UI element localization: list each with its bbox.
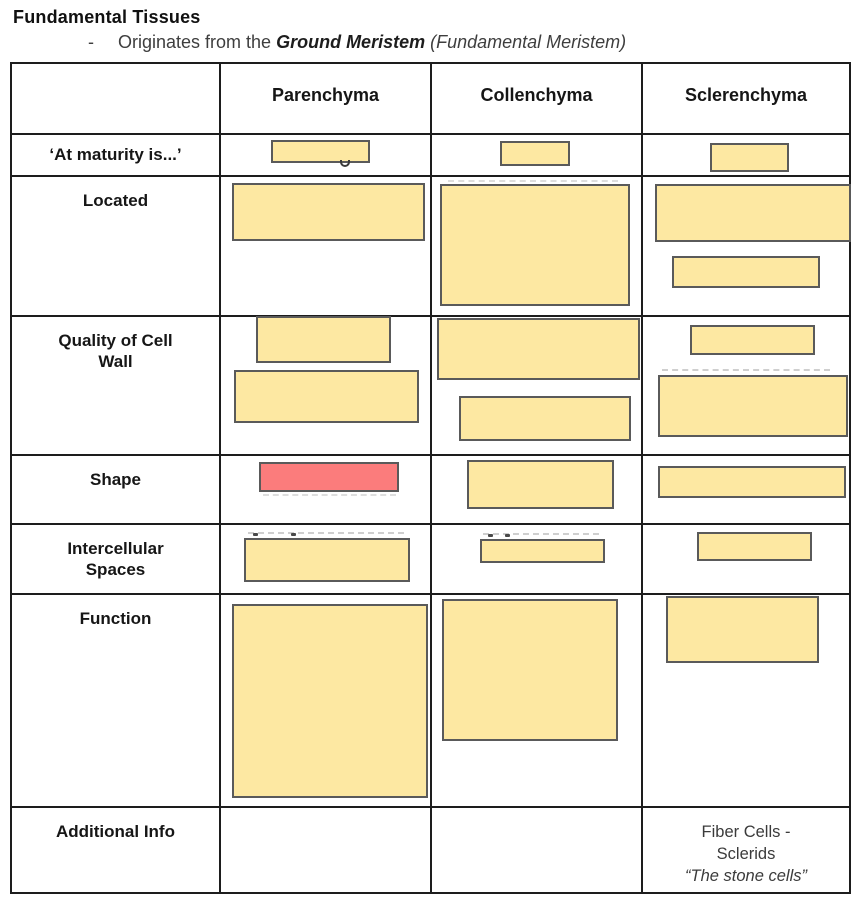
subtitle-bullet-line: - Originates from the Ground Meristem(Fun…: [88, 32, 626, 53]
table-row-shape: Shape: [12, 454, 849, 523]
additional-info-line-1: Fiber Cells -: [701, 823, 791, 841]
row-label-located: Located: [82, 191, 149, 210]
cell-located-sclerenchyma: [641, 177, 849, 315]
cell-intercellular-parenchyma: [219, 525, 430, 593]
cell-quality-collenchyma: [430, 317, 641, 454]
table-row-located: Located: [12, 175, 849, 315]
table-row-quality-of-cell-wall: Quality of Cell Wall: [12, 315, 849, 454]
cell-maturity-collenchyma: [430, 135, 641, 175]
cell-additional-collenchyma: [430, 808, 641, 892]
cell-shape-collenchyma: [430, 456, 641, 523]
table-row-maturity: ‘At maturity is...’: [12, 133, 849, 175]
cell-intercellular-sclerenchyma: [641, 525, 849, 593]
cell-function-collenchyma: [430, 595, 641, 806]
row-label-shape: Shape: [89, 470, 142, 489]
cell-shape-parenchyma: [219, 456, 430, 523]
cell-quality-sclerenchyma: [641, 317, 849, 454]
cell-function-parenchyma: [219, 595, 430, 806]
bullet-dash: -: [88, 32, 94, 52]
cell-maturity-parenchyma: [219, 135, 430, 175]
additional-info-line-3: “The stone cells”: [685, 867, 807, 885]
cell-located-parenchyma: [219, 177, 430, 315]
row-label-quality-of-cell-wall: Quality of Cell Wall: [58, 331, 173, 371]
table-row-intercellular-spaces: Intercellular Spaces: [12, 523, 849, 593]
header-cell-collenchyma: Collenchyma: [430, 64, 641, 133]
cell-function-sclerenchyma: [641, 595, 849, 806]
header-cell-empty: [12, 64, 219, 133]
row-label-additional-info: Additional Info: [56, 822, 175, 841]
header-cell-sclerenchyma: Sclerenchyma: [641, 64, 849, 133]
row-label-function: Function: [79, 609, 152, 628]
subtitle-text: Originates from the Ground Meristem(Fund…: [118, 32, 626, 52]
cell-intercellular-collenchyma: [430, 525, 641, 593]
subtitle-prefix: Originates from the: [118, 32, 272, 52]
table-row-additional-info: Additional Info Fiber Cells - Sclerids “…: [12, 806, 849, 892]
row-label-maturity: ‘At maturity is...’: [49, 145, 182, 164]
table-header-row: Parenchyma Collenchyma Sclerenchyma: [12, 64, 849, 133]
cell-quality-parenchyma: [219, 317, 430, 454]
cell-maturity-sclerenchyma: [641, 135, 849, 175]
additional-info-line-2: Sclerids: [716, 845, 776, 863]
tissue-table: Parenchyma Collenchyma Sclerenchyma ‘At …: [10, 62, 851, 894]
cell-located-collenchyma: [430, 177, 641, 315]
subtitle-ground-meristem: Ground Meristem: [276, 32, 426, 52]
row-label-intercellular-spaces: Intercellular Spaces: [67, 539, 164, 579]
cell-shape-sclerenchyma: [641, 456, 849, 523]
table-row-function: Function: [12, 593, 849, 806]
header-cell-parenchyma: Parenchyma: [219, 64, 430, 133]
subtitle-fundamental-meristem: (Fundamental Meristem): [430, 32, 627, 52]
cell-additional-sclerenchyma: Fiber Cells - Sclerids “The stone cells”: [641, 808, 849, 892]
cell-additional-parenchyma: [219, 808, 430, 892]
page-title: Fundamental Tissues: [13, 7, 201, 27]
